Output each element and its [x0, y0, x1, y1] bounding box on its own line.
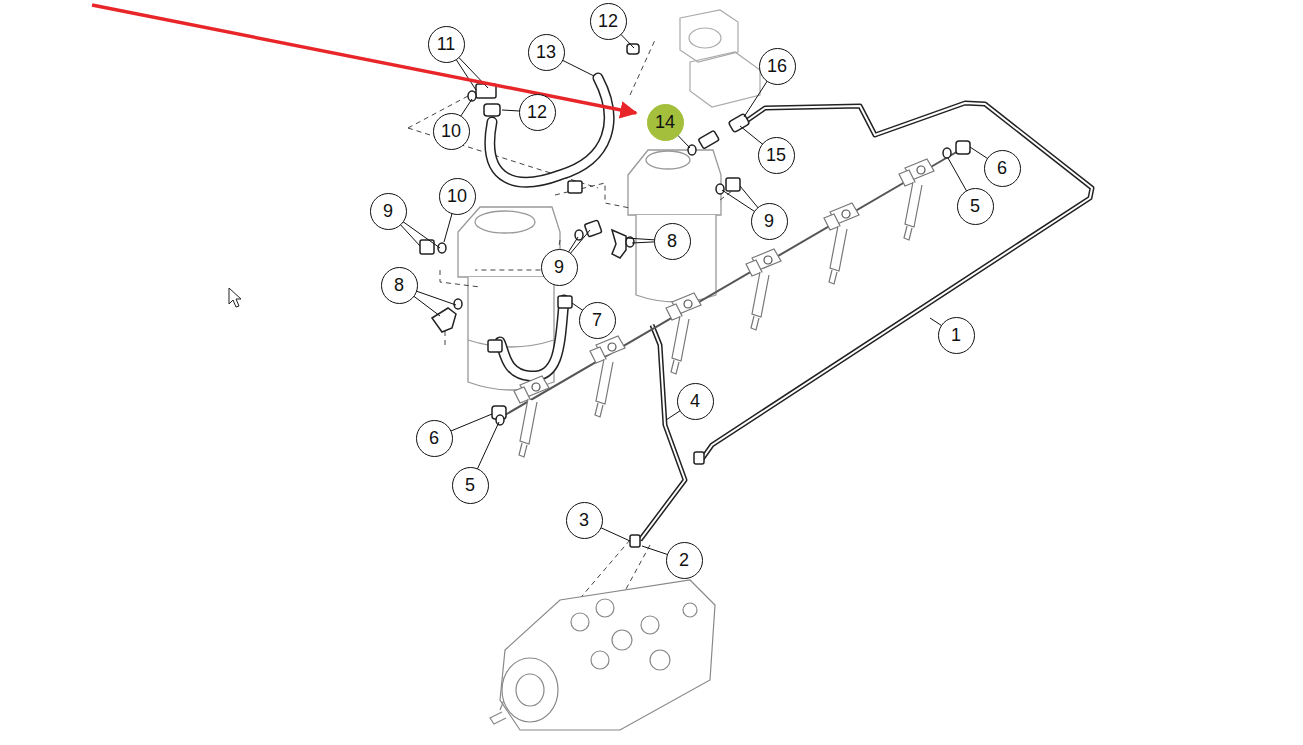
callout-number: 7: [579, 302, 616, 339]
callout-number: 11: [428, 26, 465, 63]
callout-text: 1: [951, 326, 961, 344]
highlighted-callout: 14: [647, 104, 684, 141]
ghost-housing: [680, 10, 760, 107]
mouse-cursor: [229, 288, 241, 307]
callout-number: 13: [528, 34, 565, 71]
callout-number: 6: [984, 150, 1021, 187]
callout-number: 5: [957, 188, 994, 225]
hose-fill: [500, 300, 564, 376]
callout-text: 8: [667, 232, 677, 250]
callout-number: 2: [666, 542, 703, 579]
callout-number: 9: [751, 203, 788, 240]
callout-number: 6: [416, 420, 453, 457]
hose-outline: [490, 78, 609, 182]
callout-text: 14: [655, 113, 675, 131]
callout-text: 6: [997, 159, 1007, 177]
hose-fill: [490, 78, 609, 182]
callout-text: 16: [767, 57, 787, 75]
injection-pump: [490, 580, 715, 730]
injector-row: [514, 159, 934, 457]
callout-number: 4: [677, 383, 714, 420]
callout-number: 9: [541, 249, 578, 286]
callout-text: 5: [970, 197, 980, 215]
callout-number: 1: [938, 317, 975, 354]
callout-text: 7: [592, 311, 602, 329]
callout-number: 10: [433, 113, 470, 150]
callout-number: 5: [452, 467, 489, 504]
callout-number: 8: [654, 223, 691, 260]
callout-text: 5: [465, 476, 475, 494]
assembly-bracket: [408, 40, 740, 610]
fuel-pipe: [700, 103, 1092, 462]
callout-text: 9: [554, 258, 564, 276]
fitting: [420, 44, 970, 547]
callout-number: 8: [381, 267, 418, 304]
callout-text: 9: [383, 202, 393, 220]
hose-outline: [500, 300, 564, 376]
callout-number: 12: [519, 94, 556, 131]
callout-text: 10: [441, 122, 461, 140]
callout-text: 3: [579, 511, 589, 529]
callout-number: 9: [370, 193, 407, 230]
pointer-arrow: [92, 5, 636, 113]
callout-text: 12: [527, 103, 547, 121]
callout-text: 6: [429, 429, 439, 447]
callout-number: 16: [759, 48, 796, 85]
callout-text: 13: [536, 43, 556, 61]
callout-text: 12: [598, 12, 618, 30]
callout-text: 8: [394, 276, 404, 294]
leak-off-rail: [505, 150, 960, 415]
callout-text: 11: [437, 35, 456, 53]
callout-number: 12: [590, 3, 627, 40]
callout-text: 2: [679, 551, 689, 569]
callout-text: 4: [690, 392, 700, 410]
callout-number: 3: [566, 502, 603, 539]
fuel-filter: [458, 150, 721, 390]
callout-text: 15: [766, 146, 786, 164]
callout-number: 10: [439, 178, 476, 215]
callout-text: 10: [447, 187, 467, 205]
leader-line: [388, 21, 1002, 560]
callout-text: 9: [764, 212, 774, 230]
fuel-pipe: [700, 103, 1092, 462]
callout-number: 15: [758, 137, 795, 174]
